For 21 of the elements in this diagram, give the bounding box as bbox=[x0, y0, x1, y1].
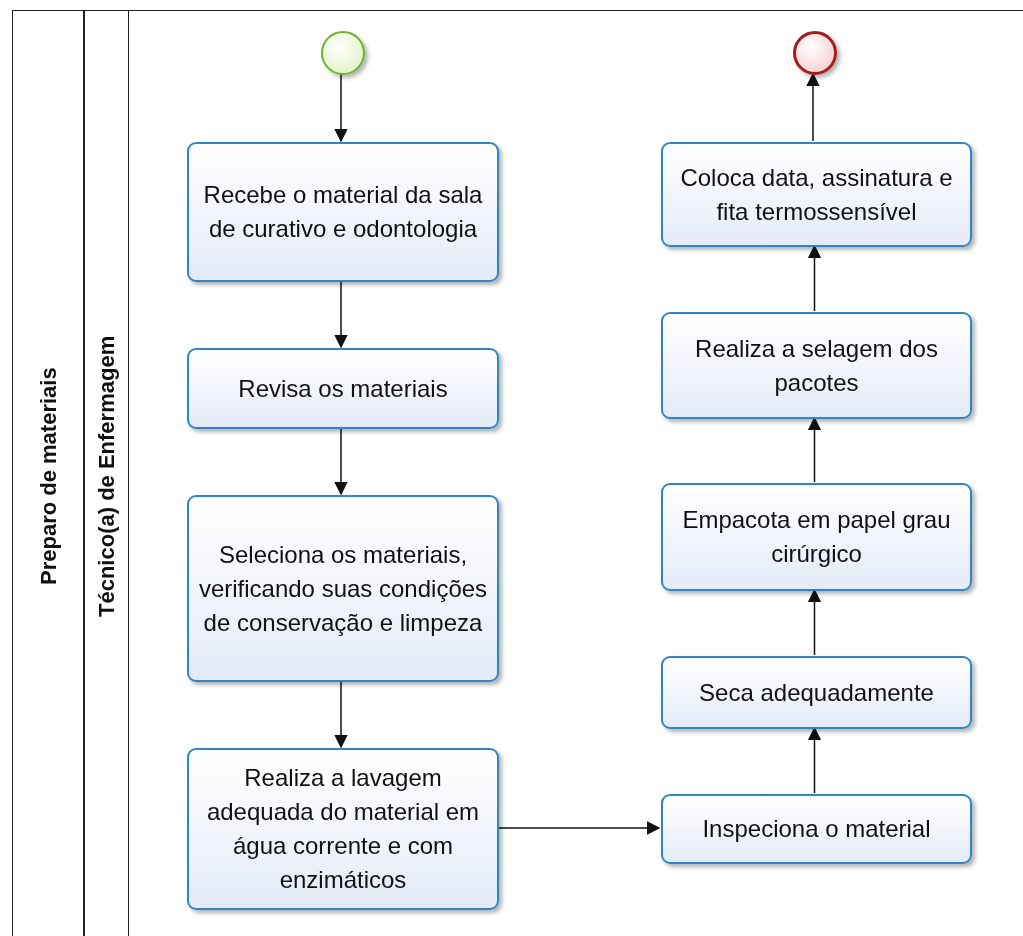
task-box: Seleciona os materiais, verificando suas condições de conservação e limpeza bbox=[187, 495, 499, 682]
task-box: Coloca data, assinatura e fita termossensível bbox=[661, 142, 972, 247]
arrow bbox=[807, 416, 822, 483]
arrow bbox=[334, 427, 348, 496]
arrow bbox=[334, 680, 348, 749]
task-box: Realiza a selagem dos pacotes bbox=[661, 312, 972, 419]
arrow bbox=[807, 244, 822, 312]
arrow bbox=[807, 588, 822, 656]
task-box: Realiza a lavagem adequada do material em água corrente e com enzimáticos bbox=[187, 748, 499, 910]
start-event-circle bbox=[321, 31, 365, 75]
task-box: Recebe o material da sala de curativo e odontologia bbox=[187, 142, 499, 282]
arrow bbox=[334, 280, 348, 349]
arrow bbox=[807, 726, 822, 794]
lane-label: Técnico(a) de Enfermagem bbox=[94, 334, 120, 619]
pool-label: Preparo de materiais bbox=[35, 366, 62, 587]
task-box: Seca adequadamente bbox=[661, 656, 972, 729]
end-event-circle bbox=[793, 31, 837, 75]
task-box: Empacota em papel grau cirúrgico bbox=[661, 483, 972, 591]
arrow bbox=[334, 73, 348, 143]
task-box: Revisa os materiais bbox=[187, 348, 499, 429]
task-box: Inspeciona o material bbox=[661, 794, 972, 864]
